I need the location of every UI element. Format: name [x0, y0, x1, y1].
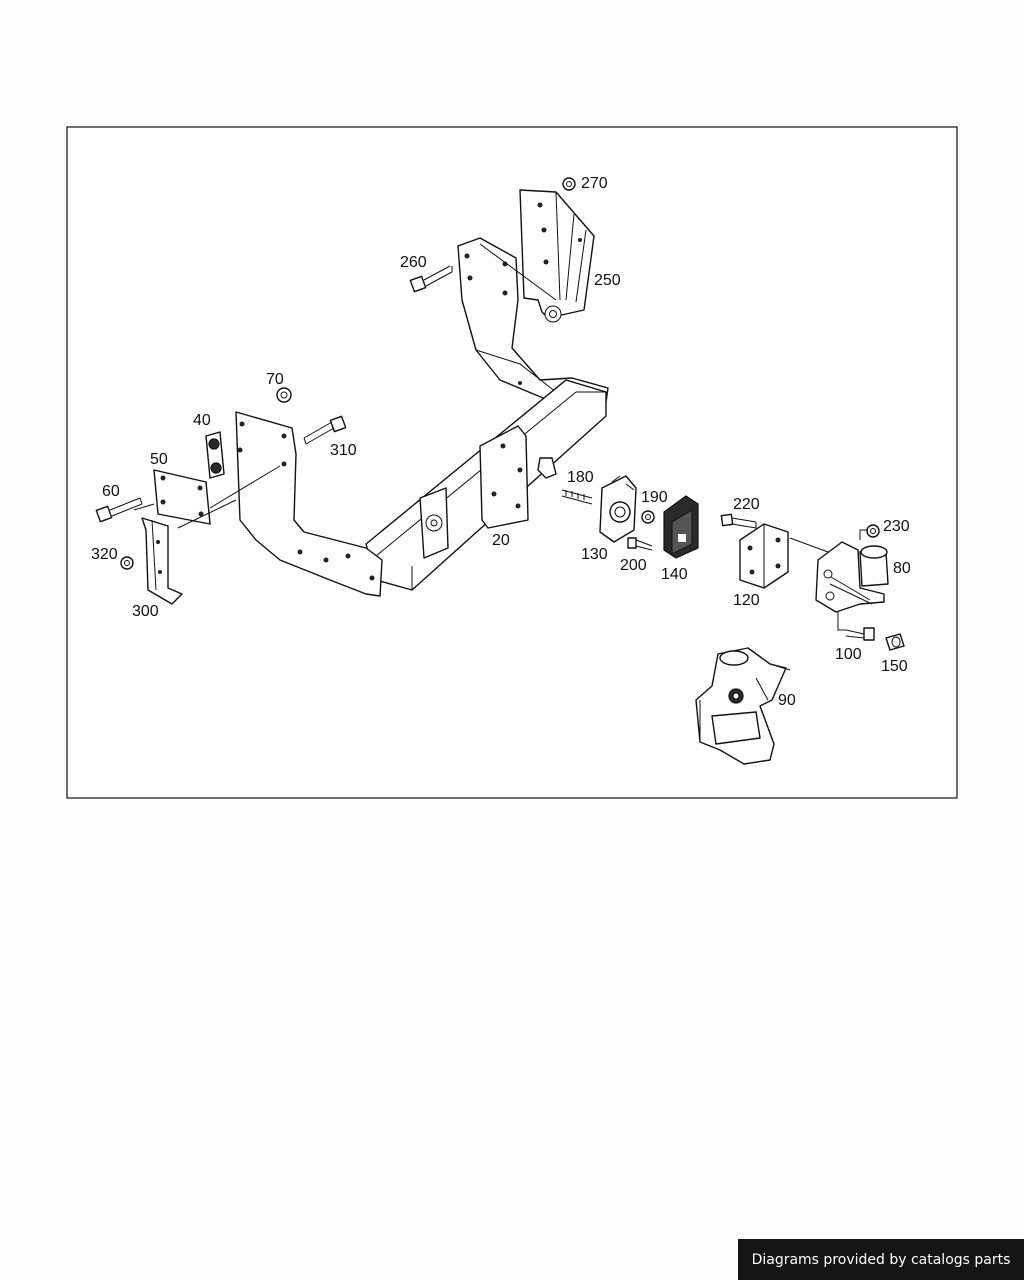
callout-140: 140 [661, 566, 688, 583]
part-50-plate [153, 469, 211, 525]
callout-80: 80 [893, 560, 911, 577]
part-120-mounting-block [739, 523, 789, 589]
part-90-pintle-hitch [695, 647, 791, 765]
callout-130: 130 [581, 546, 608, 563]
callout-50: 50 [150, 451, 168, 468]
callout-labels: 270 260 250 70 40 310 50 180 60 190 220 … [91, 175, 911, 709]
callout-300: 300 [132, 603, 159, 620]
callout-200: 200 [620, 557, 647, 574]
callout-320: 320 [91, 546, 118, 563]
callout-270: 270 [581, 175, 608, 192]
part-250-right-bracket [519, 189, 595, 323]
part-100-bolt [845, 627, 875, 641]
callout-40: 40 [193, 412, 211, 429]
callout-230: 230 [883, 518, 910, 535]
part-140-socket [663, 495, 699, 559]
part-20-right-side-plate [457, 237, 609, 425]
callout-60: 60 [102, 483, 120, 500]
part-190-nut [641, 510, 655, 524]
callout-20: 20 [492, 532, 510, 549]
part-60-bolt [95, 497, 143, 523]
callout-260: 260 [400, 254, 427, 271]
part-20-main-beam [365, 379, 607, 591]
callout-70: 70 [266, 371, 284, 388]
callout-250: 250 [594, 272, 621, 289]
callout-120: 120 [733, 592, 760, 609]
callout-310: 310 [330, 442, 357, 459]
part-80-tow-ball [815, 529, 889, 631]
leader-line-right [789, 537, 829, 553]
callout-190: 190 [641, 489, 668, 506]
part-70-nut [276, 387, 292, 403]
callout-90: 90 [778, 692, 796, 709]
part-320-nut [120, 556, 134, 570]
callout-220: 220 [733, 496, 760, 513]
callout-150: 150 [881, 658, 908, 675]
part-230-nut [866, 524, 880, 538]
part-40-strap [205, 431, 225, 479]
leader-lines-left [133, 243, 557, 529]
part-310-bolt [303, 415, 347, 445]
part-180-stud [561, 489, 593, 505]
part-200-screw [627, 537, 653, 551]
part-300-bracket [141, 517, 183, 605]
part-260-bolt [409, 265, 453, 293]
callout-100: 100 [835, 646, 862, 663]
callout-180: 180 [567, 469, 594, 486]
part-220-screw [720, 513, 757, 529]
credit-banner: Diagrams provided by catalogs parts [738, 1239, 1024, 1280]
part-270-nut [562, 177, 576, 191]
part-130-socket-housing [599, 475, 637, 543]
part-20-left-side-plate [235, 411, 383, 597]
part-150-nut [885, 633, 905, 651]
